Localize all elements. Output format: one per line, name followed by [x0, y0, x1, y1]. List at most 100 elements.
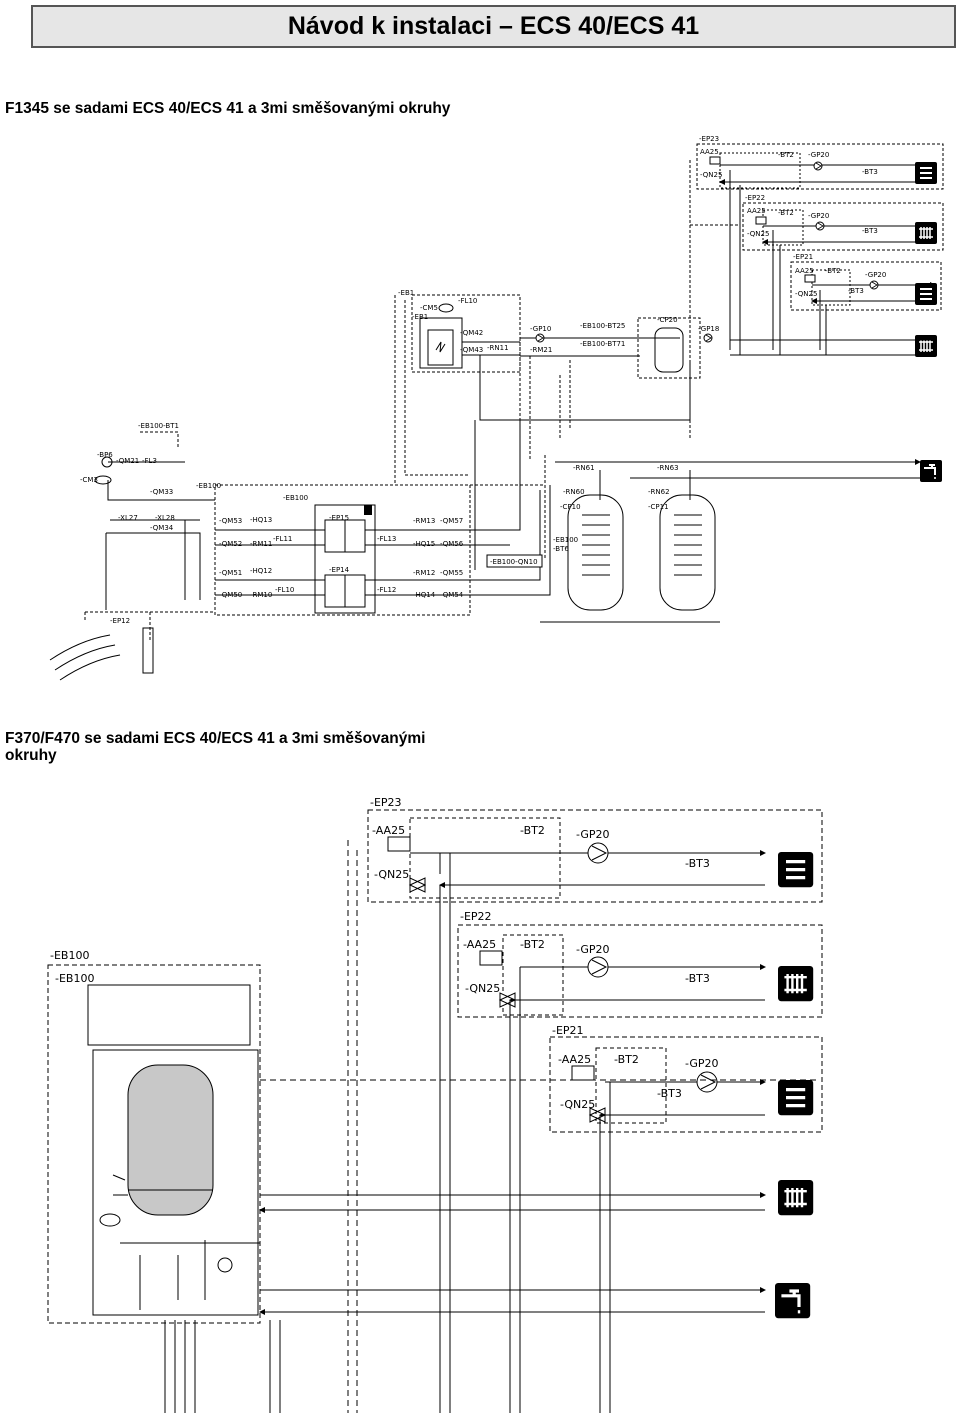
label: -QM51 — [219, 569, 242, 577]
label: -BP6 — [97, 451, 113, 459]
label: -EP22 — [745, 194, 765, 202]
label: -EB1 — [398, 289, 414, 297]
label: -FL10 — [458, 297, 477, 305]
label: AA25 — [747, 207, 766, 215]
label: -RN60 — [563, 488, 585, 496]
page-title: Návod k instalaci – ECS 40/ECS 41 — [287, 12, 700, 40]
label: -RN63 — [657, 464, 679, 472]
label: -FL3 — [142, 457, 157, 465]
label: -QM33 — [150, 488, 173, 496]
label: -EP12 — [110, 617, 130, 625]
label: -QM50 — [219, 591, 242, 599]
label: -GP20 — [685, 1057, 719, 1070]
radiator-icon — [914, 334, 938, 358]
label: -BT3 — [862, 168, 878, 176]
label: -EB100 — [50, 949, 89, 962]
page-header: Návod k instalaci – ECS 40/ECS 41 — [31, 5, 956, 48]
diagram-f370-f470 — [47, 809, 823, 1413]
brine-side — [49, 456, 215, 681]
label: -GP20 — [808, 151, 829, 159]
label: -EB100-BT1 — [138, 422, 179, 430]
label: -CP20 — [657, 316, 678, 324]
label: -BT3 — [685, 857, 710, 870]
label: -EP23 — [370, 796, 402, 809]
label: -RN62 — [648, 488, 670, 496]
label: -QM57 — [440, 517, 463, 525]
module-eb100 — [214, 484, 471, 616]
label: -RM13 — [413, 517, 435, 525]
label: -BT3 — [862, 227, 878, 235]
label: -EP23 — [699, 135, 719, 143]
label: -GP20 — [808, 212, 829, 220]
label: -RM12 — [413, 569, 435, 577]
label: -EB100-BT71 — [580, 340, 625, 348]
label: -BT3 — [848, 287, 864, 295]
label: -FL10 — [275, 586, 294, 594]
label: -EB100 — [196, 482, 221, 490]
label: -BT2 — [520, 938, 545, 951]
label: -EB100-BT25 — [580, 322, 625, 330]
label: -QM21 — [116, 457, 139, 465]
label: -QN25 — [747, 230, 769, 238]
label: -RM11 — [250, 540, 272, 548]
label: -FL11 — [273, 535, 292, 543]
label: -QN25 — [795, 290, 817, 298]
label: -HQ13 — [250, 516, 272, 524]
label: -HQ15 — [413, 540, 435, 548]
label: -EB100 — [283, 494, 308, 502]
label: -QN25 — [465, 982, 500, 995]
label: -QM55 — [440, 569, 463, 577]
label: -FL13 — [377, 535, 396, 543]
label: -QM34 — [150, 524, 174, 532]
label: -QM52 — [219, 540, 242, 548]
unit-eb1 — [411, 294, 521, 373]
tap-icon — [919, 459, 943, 483]
label: -AA25 — [463, 938, 496, 951]
label: -GP20 — [865, 271, 886, 279]
label: -RM21 — [530, 346, 552, 354]
label: -AA25 — [372, 824, 405, 837]
label: -BT3 — [657, 1087, 682, 1100]
label: -XL28 — [155, 514, 175, 522]
label: -QM53 — [219, 517, 242, 525]
label: -RN11 — [487, 344, 509, 352]
label: -XL27 — [118, 514, 138, 522]
label: -QM54 — [440, 591, 464, 599]
label: -QN25 — [700, 171, 722, 179]
label: -CP10 — [560, 503, 581, 511]
section-title-f370-f470: F370/F470 se sadami ECS 40/ECS 41 a 3mi … — [5, 730, 426, 764]
label: -QM56 — [440, 540, 464, 548]
section-title-f1345: F1345 se sadami ECS 40/ECS 41 a 3mi směš… — [5, 100, 451, 117]
label: -EP15 — [329, 514, 349, 522]
label: -BT2 — [778, 151, 794, 159]
label: -QN25 — [560, 1098, 595, 1111]
water-heaters — [540, 459, 921, 623]
label: -CM5 — [420, 304, 438, 312]
label: -FL12 — [377, 586, 396, 594]
label: -BT2 — [778, 209, 794, 217]
label: AA25 — [700, 148, 719, 156]
label: AA25 — [795, 267, 814, 275]
label: -QN25 — [374, 868, 409, 881]
label: -EP21 — [552, 1024, 584, 1037]
label: -EP22 — [460, 910, 492, 923]
label: -CP11 — [648, 503, 669, 511]
label: -EP21 — [793, 253, 813, 261]
label: -RM10 — [250, 591, 272, 599]
label: -RN61 — [573, 464, 595, 472]
label: -EP14 — [329, 566, 350, 574]
label: -CM3 — [80, 476, 98, 484]
label: -QM43 — [460, 346, 483, 354]
label: -QM42 — [460, 329, 483, 337]
label: -GP10 — [530, 325, 551, 333]
label: -EB1 — [412, 313, 428, 321]
circuit-ep21 — [790, 261, 942, 311]
label: -BT6 — [553, 545, 569, 553]
label: -EB100 — [55, 972, 94, 985]
label: -GP18 — [698, 325, 719, 333]
label: -BT3 — [685, 972, 710, 985]
circuit-ep23 — [696, 143, 944, 190]
label: -BT2 — [614, 1053, 639, 1066]
label: -EB100-QN10 — [490, 558, 538, 566]
